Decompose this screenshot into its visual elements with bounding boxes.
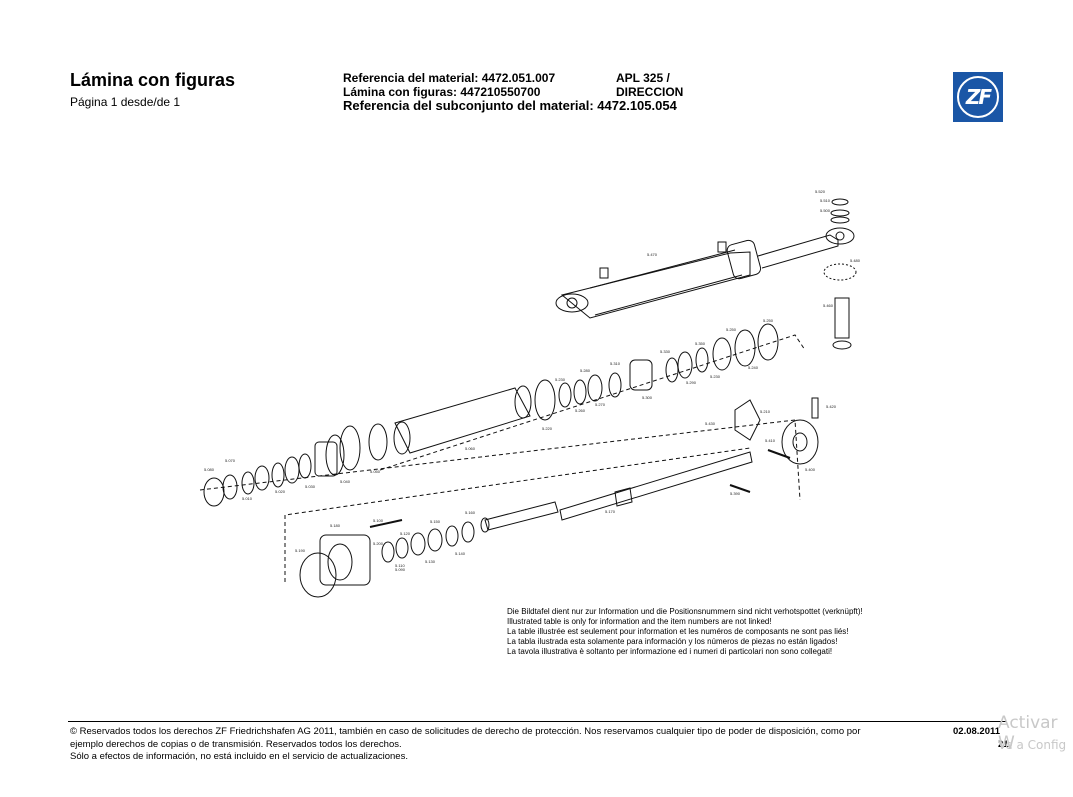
part-labels: 5.520 5.510 5.500 5.470 5.480 5.460 5.25… [204, 189, 861, 572]
part-label: 5.460 [823, 303, 834, 308]
part-label: 5.310 [610, 361, 621, 366]
part-label: 5.230 [710, 374, 721, 379]
part-label: 5.200 [373, 541, 384, 546]
part-label: 5.520 [815, 189, 826, 194]
part-label: 5.300 [642, 395, 653, 400]
bottom-row [299, 397, 819, 598]
part-label: 5.080 [204, 467, 215, 472]
reference-block: Referencia del material: 4472.051.007 Lá… [343, 71, 677, 113]
model-name: APL 325 / [616, 71, 670, 85]
part-label: 5.030 [305, 484, 316, 489]
page-title: Lámina con figuras [70, 70, 236, 90]
part-label: 5.240 [748, 365, 759, 370]
part-label: 5.250 [763, 318, 774, 323]
part-label: 5.170 [605, 509, 616, 514]
part-label: 5.400 [805, 467, 816, 472]
disclaimer-fr: La table illustrée est seulement pour in… [507, 627, 849, 636]
footer-copyright: © Reservados todos los derechos ZF Fried… [70, 726, 950, 764]
page-subtitle: Página 1 desde/de 1 [70, 95, 181, 109]
disclaimer-es: La tabla ilustrada esta solamente para i… [507, 637, 838, 646]
part-label: 5.180 [330, 523, 341, 528]
part-label: 5.500 [820, 208, 831, 213]
disclaimer-it: La tavola illustrativa è soltanto per in… [507, 647, 833, 656]
part-label: 5.290 [686, 380, 697, 385]
part-label: 5.120 [400, 531, 411, 536]
part-label: 5.110 [395, 563, 405, 568]
plate-ref: Lámina con figuras: 447210550700 [343, 85, 541, 99]
part-label: 5.330 [660, 349, 671, 354]
material-ref: Referencia del material: 4472.051.007 [343, 71, 556, 85]
part-label: 5.470 [647, 252, 658, 257]
part-label: 5.070 [225, 458, 236, 463]
part-label: 5.510 [820, 198, 831, 203]
zf-logo-text: ZF [957, 76, 999, 118]
part-label: 5.430 [705, 421, 716, 426]
part-label: 5.390 [730, 491, 741, 496]
footer-line-3: Sólo a efectos de información, no está i… [70, 751, 408, 762]
part-label: 5.280 [580, 368, 591, 373]
exploded-parts-diagram: 5.520 5.510 5.500 5.470 5.480 5.460 5.25… [199, 189, 861, 598]
part-label: 5.150 [430, 519, 441, 524]
assembled-cylinder [555, 198, 857, 350]
footer-divider [68, 721, 1006, 722]
part-label: 5.140 [455, 551, 466, 556]
part-label: 5.100 [373, 518, 384, 523]
activation-watermark-sub: Ve a Config [998, 738, 1067, 752]
zf-logo: ZF [953, 72, 1003, 122]
part-label: 5.270 [595, 402, 606, 407]
part-label: 5.410 [765, 438, 776, 443]
subassembly-ref: Referencia del subconjunto del material:… [343, 98, 677, 113]
part-label: 5.480 [850, 258, 861, 263]
footer-line-2: ejemplo derechos de copias o de transmis… [70, 738, 402, 750]
activation-watermark: Activar W [998, 713, 1058, 753]
footer-date: 02.08.2011 [953, 726, 1001, 737]
part-label: 5.210 [760, 409, 771, 414]
part-label: 5.250 [726, 327, 737, 332]
model-block: APL 325 / DIRECCION [616, 71, 683, 99]
part-label: 5.020 [275, 489, 286, 494]
part-label: 5.350 [695, 341, 706, 346]
part-label: 5.230 [555, 377, 566, 382]
part-label: 5.090 [395, 567, 406, 572]
part-label: 5.010 [242, 496, 253, 501]
part-label: 5.260 [575, 408, 586, 413]
part-label: 5.420 [826, 404, 837, 409]
part-label: 5.220 [542, 426, 553, 431]
part-label: 5.060 [465, 446, 476, 451]
footer-line-1: © Reservados todos los derechos ZF Fried… [70, 726, 861, 737]
disclaimer-en: Illustrated table is only for informatio… [507, 617, 772, 626]
section-name: DIRECCION [616, 85, 684, 99]
part-label: 5.040 [340, 479, 351, 484]
disclaimer: Die Bildtafel dient nur zur Information … [507, 607, 863, 657]
part-label: 5.160 [465, 510, 476, 515]
part-label: 5.130 [425, 559, 436, 564]
part-label: 5.190 [295, 548, 306, 553]
page-number: 21 [998, 739, 1009, 750]
middle-row [203, 323, 779, 507]
disclaimer-de: Die Bildtafel dient nur zur Information … [507, 607, 863, 616]
part-label: 5.050 [370, 469, 381, 474]
